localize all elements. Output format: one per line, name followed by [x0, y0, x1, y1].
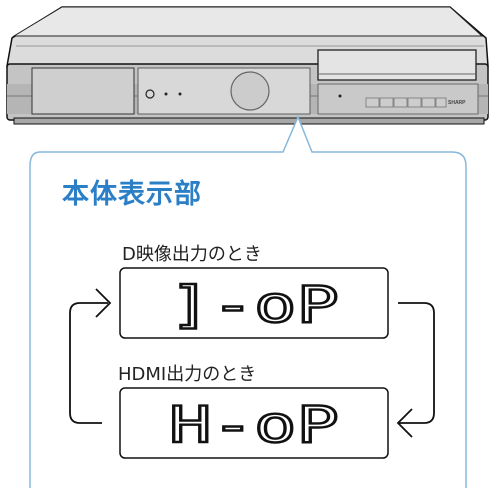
- lcd-text-2: H-oP: [169, 396, 339, 454]
- panel-title: 本体表示部: [62, 179, 202, 210]
- cycle-arrow-right: [396, 302, 435, 438]
- cycle-arrow-left: [69, 288, 112, 424]
- brand-logo: SHARP: [448, 100, 466, 106]
- recorder-device: [6, 6, 489, 125]
- lcd-display-1: [119, 267, 389, 339]
- caption-d-output: D映像出力のとき: [122, 244, 262, 265]
- lcd-display-2: [119, 387, 389, 459]
- lcd-text-1: ]-oP: [169, 276, 339, 334]
- caption-hdmi-output: HDMI出力のとき: [118, 364, 257, 385]
